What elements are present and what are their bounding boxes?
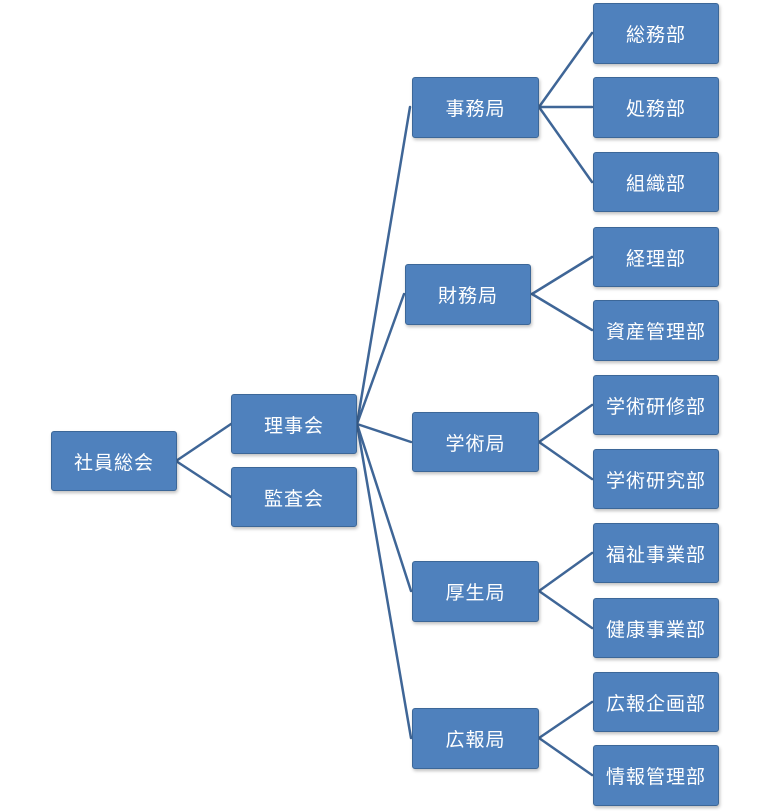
- node-general-meeting: 社員総会: [51, 431, 177, 491]
- node-dept-keiri: 経理部: [593, 227, 719, 287]
- node-board: 理事会: [231, 394, 357, 454]
- node-bureau-jimu: 事務局: [412, 77, 539, 138]
- node-dept-gakujutsu-kenshu: 学術研修部: [593, 375, 719, 435]
- node-bureau-zaimu: 財務局: [405, 264, 531, 325]
- connector-zaimu-to-keiri: [530, 255, 594, 296]
- node-dept-soumu: 総務部: [593, 3, 719, 64]
- connector-jimu-to-soshiki: [537, 105, 594, 184]
- connector-root-to-board: [174, 422, 233, 463]
- node-dept-fukushi: 福祉事業部: [593, 523, 719, 583]
- connector-board-to-kouhou: [355, 422, 413, 740]
- connector-board-to-kousei: [355, 422, 413, 593]
- connector-board-to-zaimu: [355, 292, 406, 426]
- connector-kousei-to-kenkou: [537, 589, 594, 630]
- node-dept-soshiki: 組織部: [593, 152, 719, 212]
- connector-kouhou-to-kikaku: [537, 700, 594, 740]
- connector-kousei-to-fukushi: [537, 551, 594, 593]
- node-dept-kouhou-kikaku: 広報企画部: [593, 672, 719, 732]
- node-dept-shisan: 資産管理部: [593, 300, 719, 361]
- node-bureau-kouhou: 広報局: [412, 708, 539, 769]
- connector-board-to-jimu: [355, 105, 412, 426]
- connector-kouhou-to-jouhou: [537, 736, 594, 777]
- node-bureau-gakujutsu: 学術局: [412, 412, 539, 472]
- node-bureau-kousei: 厚生局: [412, 561, 539, 622]
- connector-gakujutsu-to-kenshu: [537, 403, 594, 444]
- node-dept-jouhou-kanri: 情報管理部: [593, 745, 719, 806]
- connector-root-to-audit: [174, 459, 233, 499]
- node-dept-kenkou: 健康事業部: [593, 598, 719, 658]
- node-dept-shomu: 処務部: [593, 77, 719, 138]
- node-dept-gakujutsu-kenkyu: 学術研究部: [593, 449, 719, 509]
- connector-zaimu-to-shisan: [530, 292, 594, 332]
- connector-board-to-gakujutsu: [355, 422, 413, 444]
- connector-jimu-to-soumu: [537, 31, 594, 109]
- node-audit: 監査会: [231, 467, 357, 527]
- connector-gakujutsu-to-kenkyu: [537, 440, 594, 481]
